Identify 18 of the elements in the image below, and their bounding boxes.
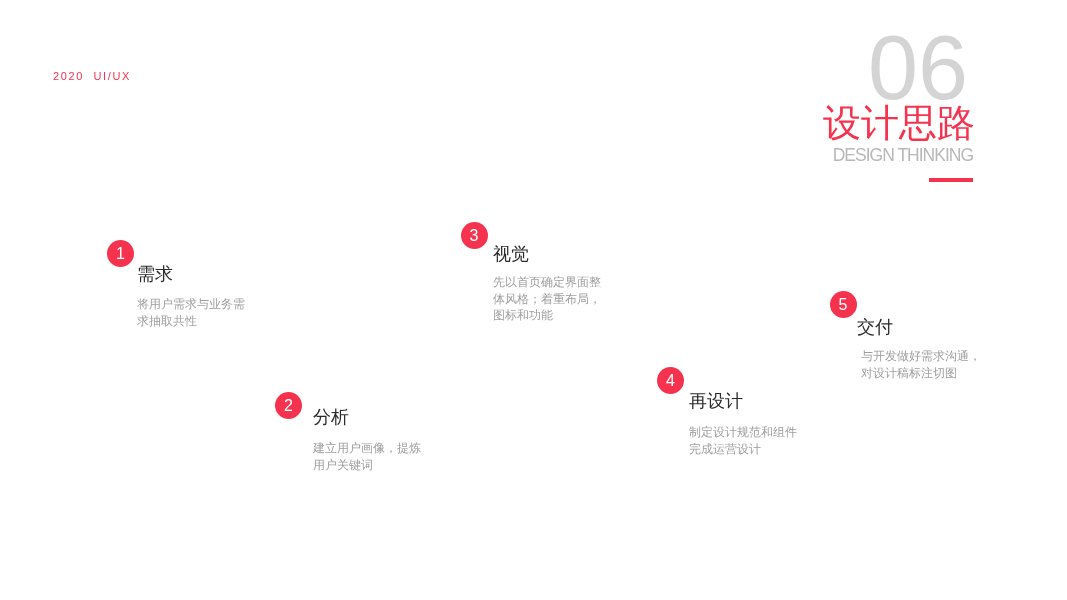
step-description: 与开发做好需求沟通，对设计稿标注切图	[861, 349, 982, 381]
step-heading: 交付	[857, 318, 893, 336]
step-heading: 需求	[137, 265, 173, 283]
step-number: 2	[275, 392, 302, 419]
step-number: 5	[829, 291, 857, 318]
subtitle: DESIGN THINKING	[832, 147, 973, 165]
step-description: 将用户需求与业务需求抽取共性	[137, 297, 246, 329]
step-number: 1	[107, 240, 134, 267]
step-number: 3	[460, 221, 488, 249]
page-title: 设计思路	[823, 104, 975, 142]
step-description: 先以首页确定界面整体风格；着重布局，图标和功能	[493, 275, 602, 323]
step-number: 4	[657, 367, 684, 394]
header-tag: 2020 UI/UX	[53, 71, 131, 82]
step-heading: 再设计	[689, 392, 743, 410]
step-heading: 分析	[313, 408, 349, 426]
step-heading: 视觉	[493, 245, 529, 263]
step-description: 建立用户画像，提炼用户关键词	[313, 441, 422, 473]
step-description: 制定设计规范和组件完成运营设计	[689, 425, 798, 457]
